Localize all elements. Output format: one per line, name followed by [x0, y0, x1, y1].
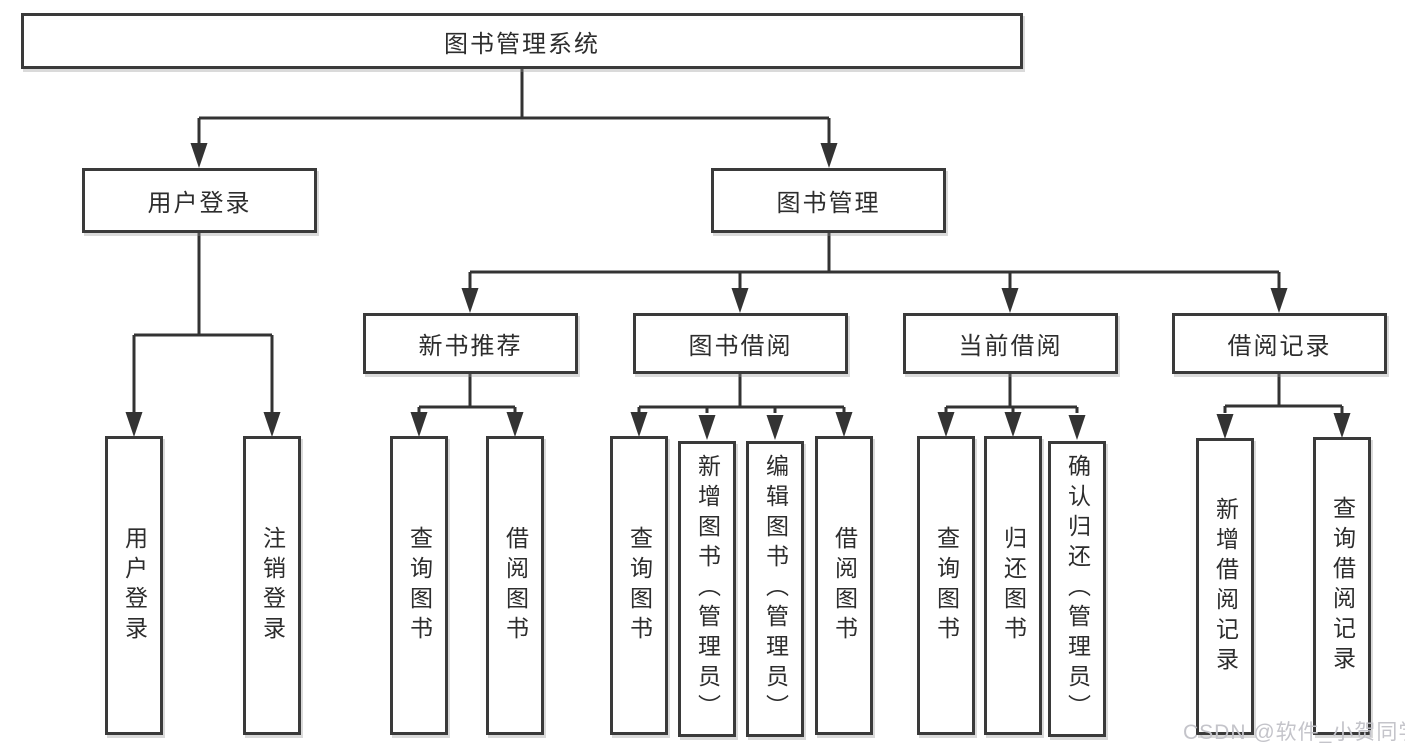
leaf-return-book: 归还图书: [984, 436, 1042, 735]
leaf-user-login: 用户登录: [105, 436, 163, 735]
leaf-borrow-book: 借阅图书: [486, 436, 544, 735]
node-borrow-records-label: 借阅记录: [1227, 333, 1332, 360]
leaf-confirm-return-admin-label: 确认归还（管理员）: [1064, 454, 1091, 724]
node-book-borrow: 图书借阅: [633, 313, 848, 374]
leaf-edit-book-admin: 编辑图书（管理员）: [746, 441, 804, 737]
leaf-edit-book-admin-label: 编辑图书（管理员）: [762, 454, 789, 724]
leaf-query-borrow-record-label: 查询借阅记录: [1329, 496, 1356, 676]
leaf-query-book-label: 查询图书: [933, 525, 960, 646]
leaf-confirm-return-admin: 确认归还（管理员）: [1048, 441, 1106, 737]
leaf-logout-label: 注销登录: [259, 525, 286, 646]
leaf-query-book: 查询图书: [390, 436, 448, 735]
node-new-book-recommend: 新书推荐: [363, 313, 578, 374]
leaf-borrow-book: 借阅图书: [815, 436, 873, 735]
leaf-add-borrow-record: 新增借阅记录: [1196, 438, 1254, 735]
watermark-text: CSDN @软件_小贺同学: [1183, 721, 1405, 744]
leaf-query-book: 查询图书: [610, 436, 668, 735]
node-user-login-label: 用户登录: [147, 190, 252, 217]
node-current-borrow: 当前借阅: [903, 313, 1118, 374]
leaf-add-borrow-record-label: 新增借阅记录: [1212, 496, 1239, 677]
leaf-user-login-label: 用户登录: [121, 525, 148, 646]
node-root: 图书管理系统: [21, 13, 1023, 69]
node-user-login: 用户登录: [82, 168, 317, 233]
leaf-add-book-admin: 新增图书（管理员）: [678, 441, 736, 737]
leaf-query-book: 查询图书: [917, 436, 975, 735]
leaf-borrow-book-label: 借阅图书: [502, 525, 529, 646]
node-book-management-label: 图书管理: [776, 190, 881, 217]
leaf-borrow-book-label: 借阅图书: [831, 525, 858, 646]
leaf-add-book-admin-label: 新增图书（管理员）: [694, 454, 721, 724]
node-book-borrow-label: 图书借阅: [688, 333, 793, 360]
leaf-logout: 注销登录: [243, 436, 301, 735]
leaf-return-book-label: 归还图书: [1000, 525, 1027, 646]
leaf-query-book-label: 查询图书: [626, 525, 653, 646]
node-borrow-records: 借阅记录: [1172, 313, 1387, 374]
node-book-management: 图书管理: [711, 168, 946, 233]
leaf-query-book-label: 查询图书: [406, 525, 433, 646]
node-current-borrow-label: 当前借阅: [958, 333, 1063, 360]
node-new-book-recommend-label: 新书推荐: [418, 333, 523, 360]
leaf-query-borrow-record: 查询借阅记录: [1313, 437, 1371, 735]
node-root-label: 图书管理系统: [444, 30, 600, 58]
